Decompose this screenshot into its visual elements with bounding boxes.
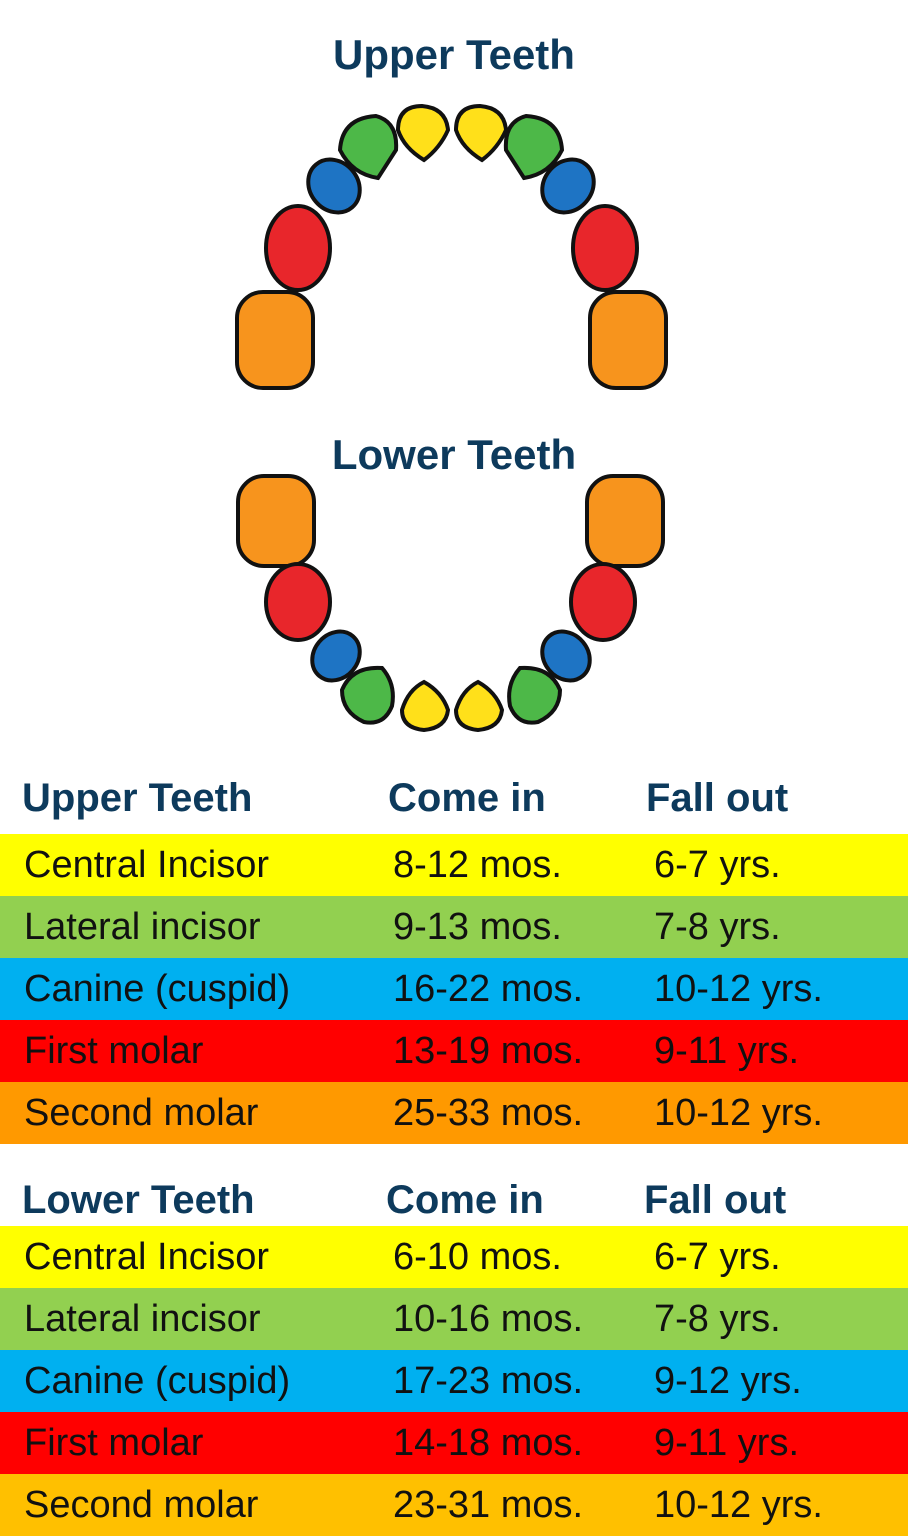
lower-central-incisor-left	[399, 679, 451, 733]
header-fall-out: Fall out	[644, 1178, 787, 1222]
tooth-name: Lateral incisor	[24, 906, 261, 948]
header-tooth: Upper Teeth	[22, 776, 253, 820]
upper-first-molar-right	[571, 204, 639, 292]
tooth-name: Second molar	[24, 1484, 259, 1526]
upper-central-incisor-right	[453, 103, 509, 163]
table-row: Second molar 23-31 mos. 10-12 yrs.	[0, 1474, 908, 1536]
header-come-in: Come in	[388, 776, 546, 820]
come-in-value: 13-19 mos.	[393, 1030, 584, 1072]
upper-second-molar-left	[235, 290, 315, 390]
header-fall-out: Fall out	[646, 776, 789, 820]
tooth-name: First molar	[24, 1030, 204, 1072]
table-row: Second molar 25-33 mos. 10-12 yrs.	[0, 1082, 908, 1144]
header-come-in: Come in	[386, 1178, 544, 1222]
fall-out-value: 10-12 yrs.	[654, 1484, 823, 1526]
upper-canine-left	[306, 157, 362, 215]
fall-out-value: 7-8 yrs.	[654, 906, 781, 948]
upper-lateral-incisor-left	[337, 113, 399, 181]
table-row: Lateral incisor 10-16 mos. 7-8 yrs.	[0, 1288, 908, 1350]
table-row: Central Incisor 8-12 mos. 6-7 yrs.	[0, 834, 908, 896]
lower-arch	[236, 474, 665, 733]
come-in-value: 14-18 mos.	[393, 1422, 584, 1464]
table-row: First molar 13-19 mos. 9-11 yrs.	[0, 1020, 908, 1082]
tooth-name: Central Incisor	[24, 844, 269, 886]
upper-teeth-title: Upper Teeth	[333, 31, 575, 78]
upper-canine-right	[540, 157, 596, 215]
lower-canine-left	[310, 629, 362, 683]
table-row: Canine (cuspid) 16-22 mos. 10-12 yrs.	[0, 958, 908, 1020]
lower-second-molar-left	[236, 474, 316, 568]
fall-out-value: 10-12 yrs.	[654, 968, 823, 1010]
come-in-value: 25-33 mos.	[393, 1092, 584, 1134]
tooth-name: Central Incisor	[24, 1236, 269, 1278]
fall-out-value: 6-7 yrs.	[654, 1236, 781, 1278]
upper-teeth-table: Upper Teeth Come in Fall out Central Inc…	[0, 772, 908, 1144]
lower-lateral-incisor-left	[339, 665, 395, 725]
come-in-value: 8-12 mos.	[393, 844, 562, 886]
table-row: Canine (cuspid) 17-23 mos. 9-12 yrs.	[0, 1350, 908, 1412]
fall-out-value: 6-7 yrs.	[654, 844, 781, 886]
tooth-name: Second molar	[24, 1092, 259, 1134]
lower-teeth-table: Lower Teeth Come in Fall out Central Inc…	[0, 1172, 908, 1536]
upper-arch	[235, 103, 668, 390]
table-row: Central Incisor 6-10 mos. 6-7 yrs.	[0, 1226, 908, 1288]
lower-first-molar-right	[569, 562, 637, 642]
come-in-value: 17-23 mos.	[393, 1360, 584, 1402]
fall-out-value: 9-11 yrs.	[654, 1030, 800, 1072]
come-in-value: 9-13 mos.	[393, 906, 562, 948]
header-tooth: Lower Teeth	[22, 1178, 255, 1222]
upper-lateral-incisor-right	[503, 113, 565, 181]
tooth-name: Lateral incisor	[24, 1298, 261, 1340]
lower-second-molar-right	[585, 474, 665, 568]
lower-first-molar-left	[264, 562, 332, 642]
lower-central-incisor-right	[453, 679, 505, 733]
table-header: Upper Teeth Come in Fall out	[0, 772, 908, 834]
fall-out-value: 9-11 yrs.	[654, 1422, 800, 1464]
come-in-value: 23-31 mos.	[393, 1484, 584, 1526]
lower-canine-right	[540, 629, 592, 683]
table-row: First molar 14-18 mos. 9-11 yrs.	[0, 1412, 908, 1474]
lower-teeth-title: Lower Teeth	[331, 431, 577, 478]
fall-out-value: 10-12 yrs.	[654, 1092, 823, 1134]
table-row: Lateral incisor 9-13 mos. 7-8 yrs.	[0, 896, 908, 958]
lower-lateral-incisor-right	[507, 665, 563, 725]
come-in-value: 6-10 mos.	[393, 1236, 562, 1278]
upper-central-incisor-left	[395, 103, 451, 163]
upper-second-molar-right	[588, 290, 668, 390]
come-in-value: 16-22 mos.	[393, 968, 584, 1010]
tooth-name: Canine (cuspid)	[24, 1360, 291, 1402]
fall-out-value: 9-12 yrs.	[654, 1360, 802, 1402]
upper-first-molar-left	[264, 204, 332, 292]
teeth-diagram	[235, 103, 668, 733]
table-header: Lower Teeth Come in Fall out	[0, 1172, 908, 1226]
come-in-value: 10-16 mos.	[393, 1298, 584, 1340]
fall-out-value: 7-8 yrs.	[654, 1298, 781, 1340]
tooth-name: First molar	[24, 1422, 204, 1464]
tooth-name: Canine (cuspid)	[24, 968, 291, 1010]
